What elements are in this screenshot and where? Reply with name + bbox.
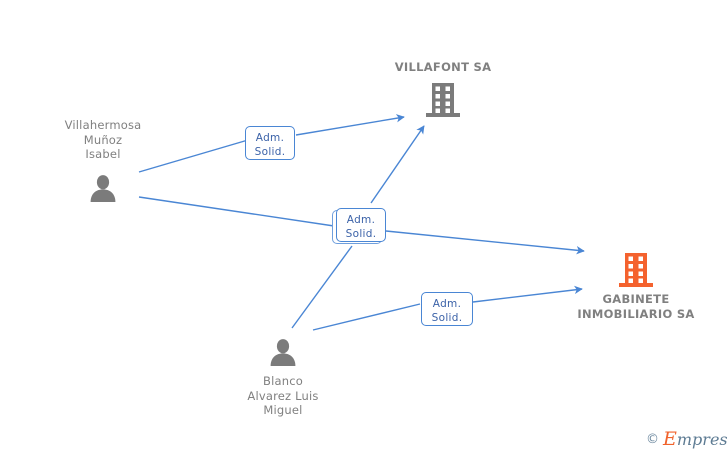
node-gabinete-label: GABINETE INMOBILIARIO SA (577, 292, 695, 321)
node-villahermosa-label: Villahermosa Muñoz Isabel (64, 118, 142, 161)
node-gabinete[interactable]: GABINETE INMOBILIARIO SA (551, 252, 721, 324)
building-icon[interactable] (619, 252, 653, 292)
node-villafont[interactable]: VILLAFONT SA (358, 60, 528, 120)
edge-blanco-villafont (291, 125, 425, 329)
edge-label-adm-solid-3[interactable]: Adm. Solid. (421, 292, 473, 326)
person-icon[interactable] (89, 174, 117, 206)
empresia-watermark: © Empresia (646, 428, 728, 450)
brand-initial: E (663, 428, 677, 450)
node-villafont-label: VILLAFONT SA (394, 60, 492, 74)
node-blanco-label: Blanco Alvarez Luis Miguel (247, 374, 319, 417)
brand-rest: mpresia (676, 430, 728, 449)
node-blanco[interactable]: Blanco Alvarez Luis Miguel (198, 338, 368, 428)
edge-label-adm-solid-2[interactable]: Adm. Solid. (336, 208, 386, 242)
node-villahermosa[interactable]: Villahermosa Muñoz Isabel (18, 118, 188, 208)
edge-label-adm-solid-1[interactable]: Adm. Solid. (245, 126, 295, 160)
edge-blanco-gabinete (312, 285, 583, 331)
building-icon[interactable] (426, 82, 460, 122)
person-icon[interactable] (269, 338, 297, 370)
brand-name: Empresia (663, 428, 728, 450)
edge-villahermosa-villafont (138, 114, 405, 173)
edge-villahermosa-gabinete (138, 196, 585, 255)
copyright-icon: © (646, 431, 659, 447)
